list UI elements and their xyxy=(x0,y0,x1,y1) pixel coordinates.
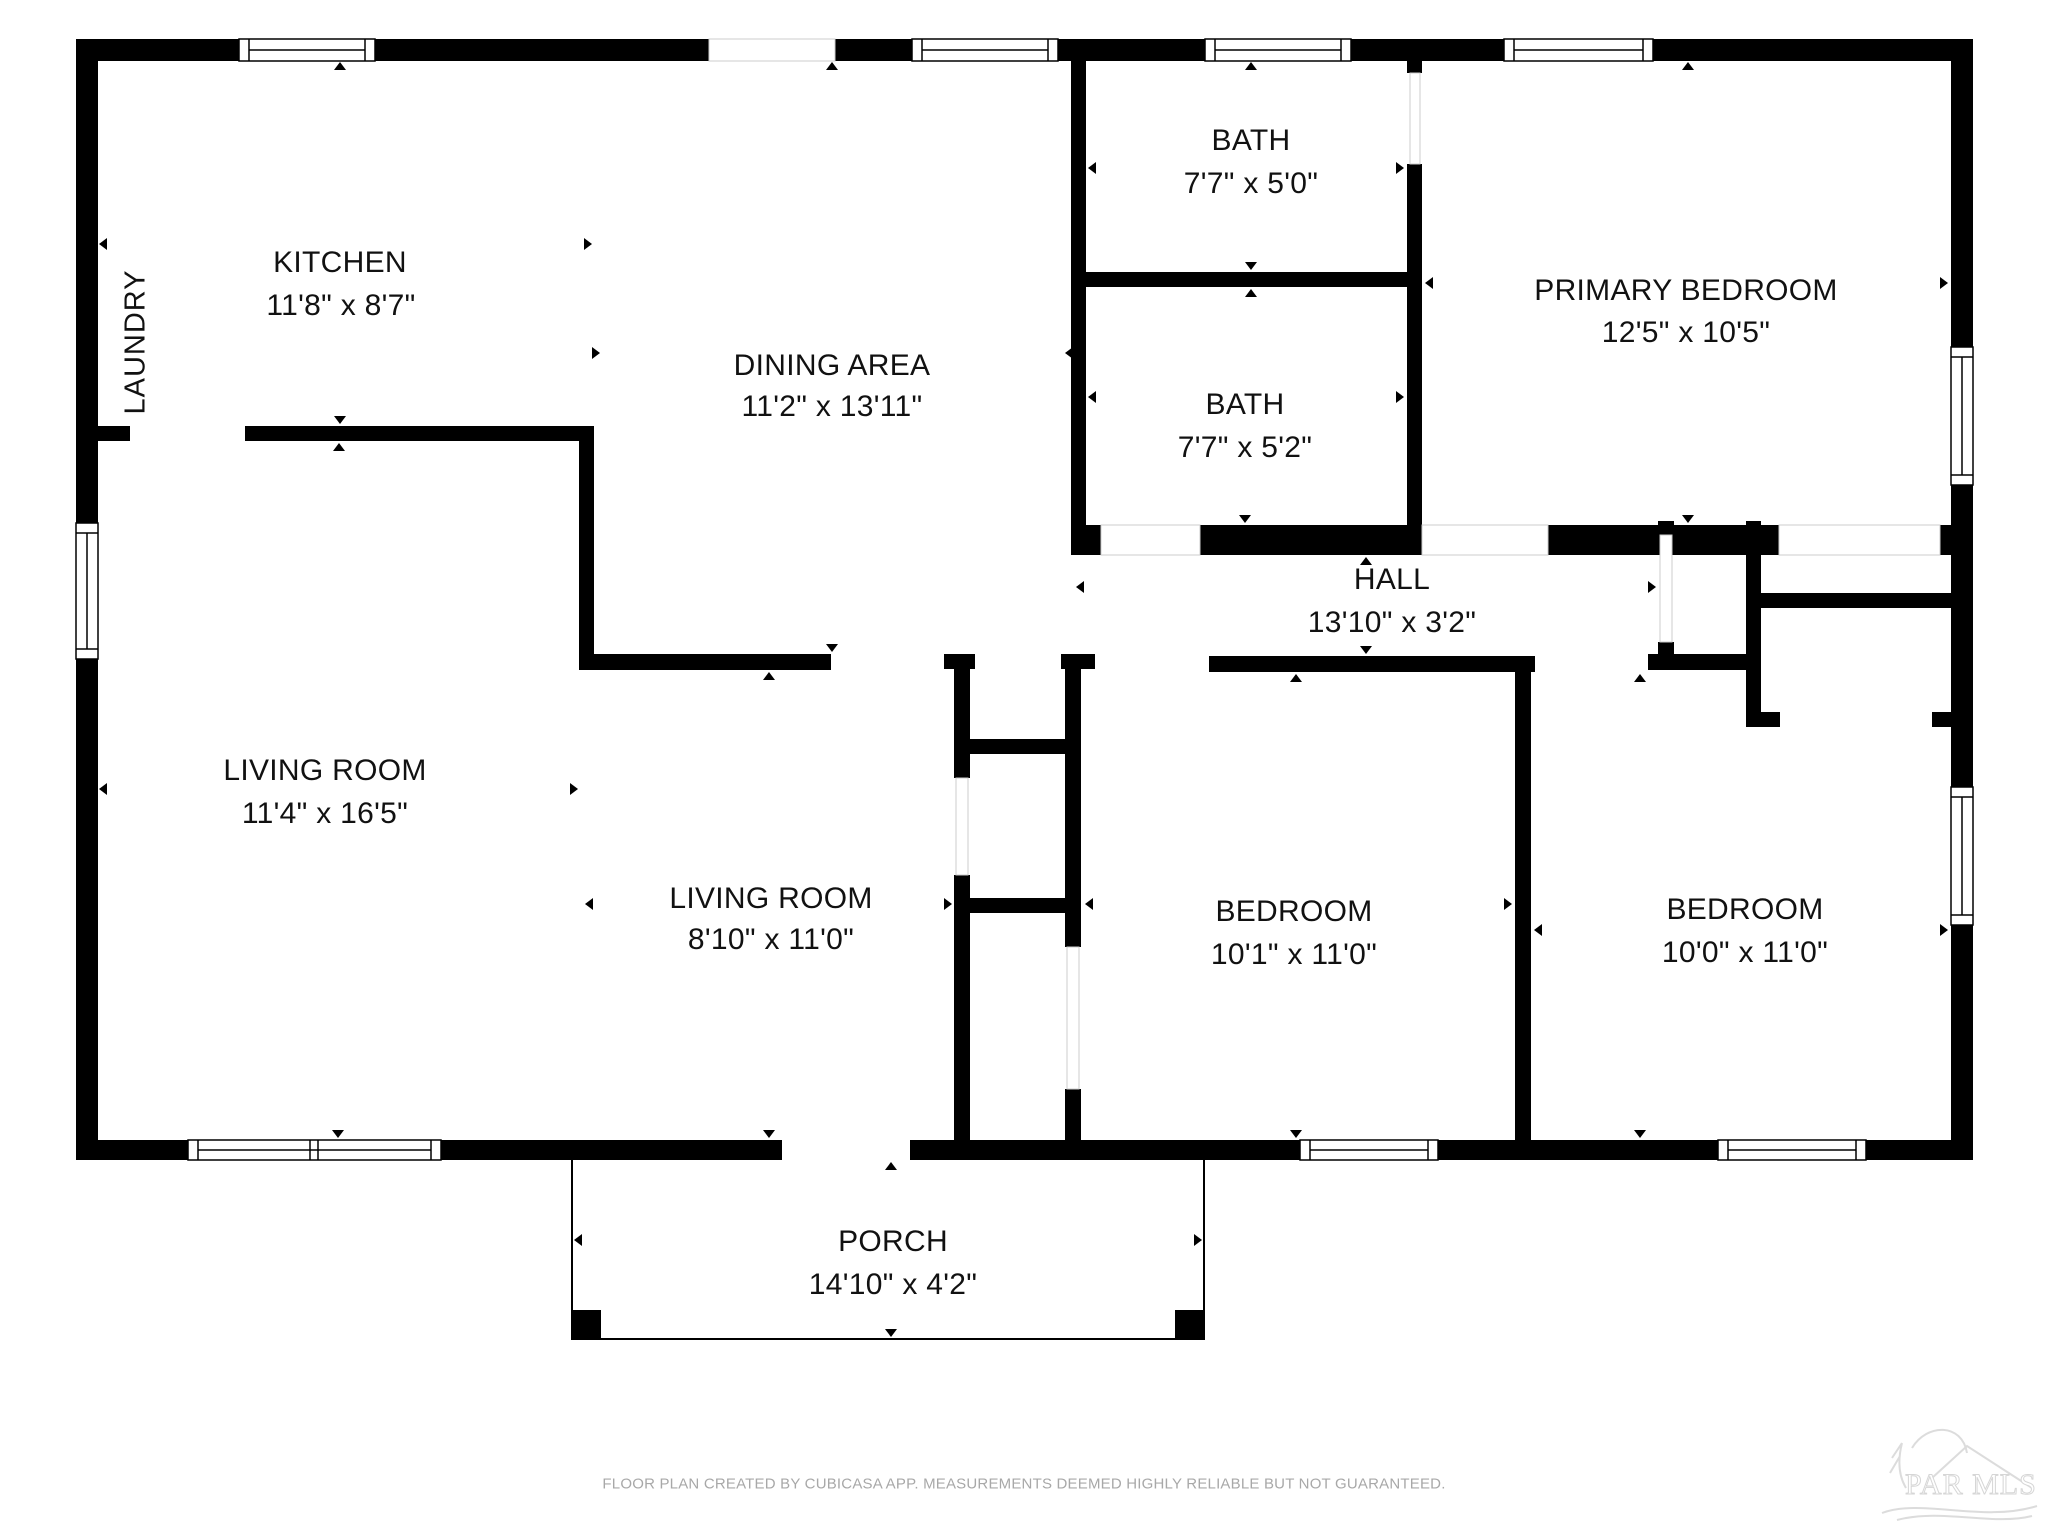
room-dimensions-dining-area: 11'2" x 13'11" xyxy=(741,390,923,423)
room-dimensions-kitchen: 11'8" x 8'7" xyxy=(266,289,416,322)
disclaimer-text: FLOOR PLAN CREATED BY CUBICASA APP. MEAS… xyxy=(602,1475,1446,1493)
room-dimensions-living-room-2: 8'10" x 11'0" xyxy=(687,923,855,956)
window-bedroom1-bottom xyxy=(1299,1139,1439,1161)
room-label-living-room-1: LIVING ROOM xyxy=(223,754,427,787)
room-dimensions-hall: 13'10" x 3'2" xyxy=(1307,606,1477,639)
room-label-bath-2: BATH xyxy=(1205,388,1285,421)
room-dimensions-bath-2: 7'7" x 5'2" xyxy=(1177,431,1313,464)
room-dimensions-living-room-1: 11'4" x 16'5" xyxy=(241,797,409,830)
room-dimensions-porch: 14'10" x 4'2" xyxy=(808,1268,978,1301)
window-living-bottom xyxy=(187,1139,442,1161)
window-dining-top xyxy=(911,38,1059,62)
room-label-laundry: LAUNDRY xyxy=(119,269,152,415)
window-bath-top xyxy=(1204,38,1352,62)
window-primary-top xyxy=(1503,38,1654,62)
window-bedroom2-bottom xyxy=(1717,1139,1867,1161)
porch-outline xyxy=(571,1160,1205,1340)
walls xyxy=(76,39,1973,1339)
door-openings xyxy=(708,38,1941,1090)
room-dimensions-bedroom-2: 10'0" x 11'0" xyxy=(1661,936,1829,969)
room-label-bath-1: BATH xyxy=(1211,124,1291,157)
window-primary-right xyxy=(1950,346,1974,486)
dimension-markers xyxy=(99,62,1948,1337)
room-label-porch: PORCH xyxy=(838,1225,948,1258)
windows xyxy=(75,38,1974,1161)
room-label-kitchen: KITCHEN xyxy=(273,246,407,279)
room-label-living-room-2: LIVING ROOM xyxy=(669,882,873,915)
room-label-bedroom-2: BEDROOM xyxy=(1666,893,1824,926)
window-bedroom2-right xyxy=(1950,786,1974,926)
room-dimensions-bath-1: 7'7" x 5'0" xyxy=(1183,167,1319,200)
room-label-dining-area: DINING AREA xyxy=(733,349,931,382)
room-label-hall: HALL xyxy=(1353,563,1431,596)
room-label-primary-bedroom: PRIMARY BEDROOM xyxy=(1534,274,1838,307)
window-living-left xyxy=(75,522,99,660)
room-label-bedroom-1: BEDROOM xyxy=(1215,895,1373,928)
room-dimensions-primary-bedroom: 12'5" x 10'5" xyxy=(1601,316,1771,349)
watermark-text: PAR MLS xyxy=(1905,1468,2037,1502)
window-kitchen-top xyxy=(238,38,376,62)
room-dimensions-bedroom-1: 10'1" x 11'0" xyxy=(1210,938,1378,971)
palm-house-logo-icon xyxy=(1881,1428,2038,1521)
